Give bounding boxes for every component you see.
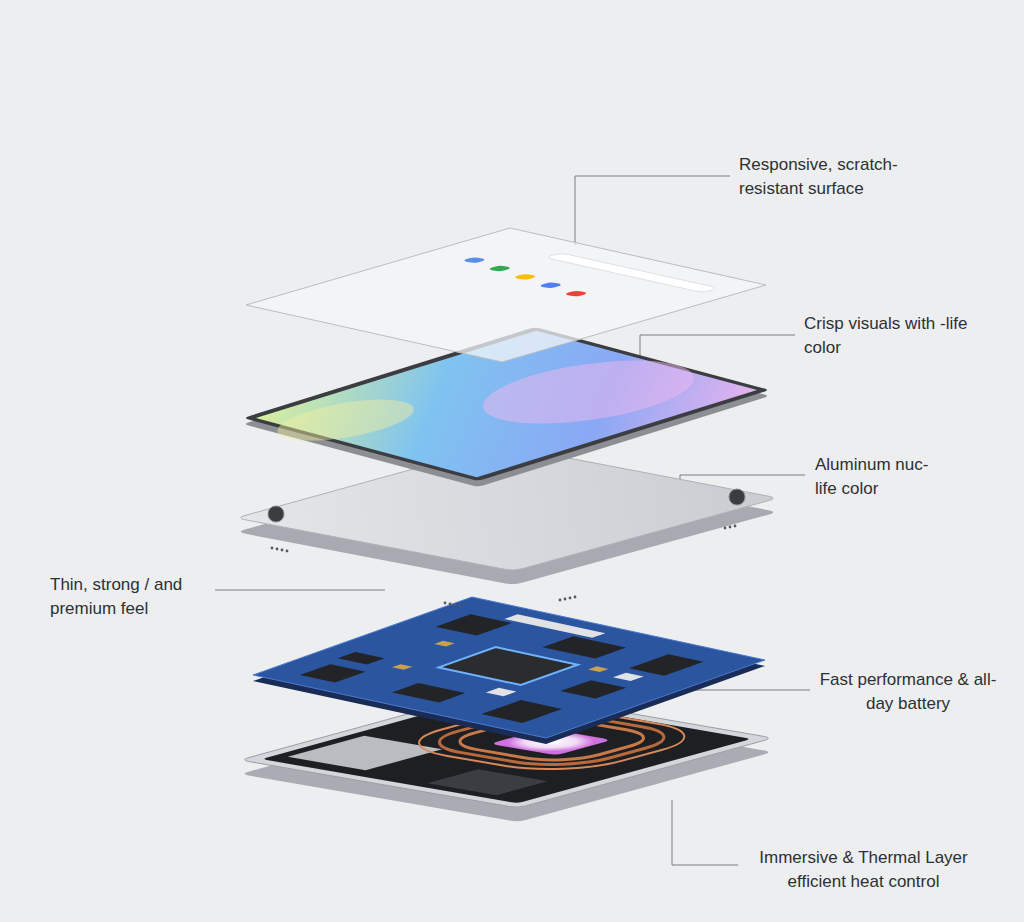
- callout-label: Responsive, scratch- resistant surface: [739, 153, 924, 201]
- callout-group: Thin, strong / and premium feel: [50, 573, 200, 621]
- callout-group: Responsive, scratch- resistant surface: [739, 153, 924, 201]
- cover-glass: [246, 228, 766, 362]
- callout-label: Aluminum nuc-life color: [815, 453, 947, 501]
- callout-label: Immersive & Thermal Layer efficient heat…: [746, 846, 981, 894]
- leader-lines: [215, 176, 810, 865]
- callout-group: Aluminum nuc-life color: [815, 453, 947, 501]
- thermal-tray: [240, 690, 773, 822]
- circuit-board: [253, 597, 765, 744]
- callout-label: Fast performance & all-day battery: [818, 668, 998, 716]
- callout-group: Fast performance & all-day battery: [818, 668, 998, 716]
- callout-label: Crisp visuals with -life color: [804, 312, 972, 360]
- callout-label: Thin, strong / and premium feel: [50, 573, 200, 621]
- callout-group: Immersive & Thermal Layer efficient heat…: [746, 846, 981, 894]
- callout-group: Crisp visuals with -life color: [804, 312, 972, 360]
